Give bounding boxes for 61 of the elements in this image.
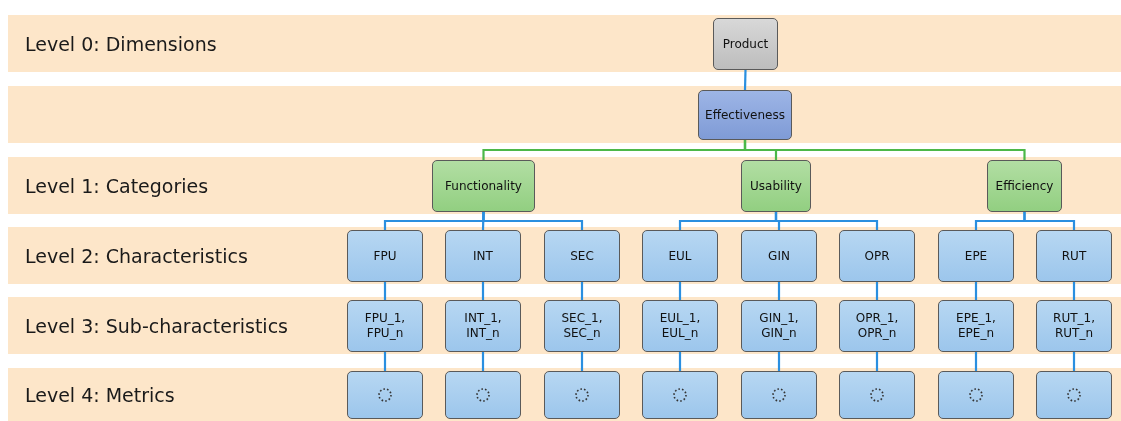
- connector-line: [875, 282, 879, 300]
- connector-line: [481, 352, 485, 371]
- characteristic-box: FPU: [347, 230, 423, 282]
- level-label: Level 0: Dimensions: [25, 32, 217, 55]
- level-label: Level 1: Categories: [25, 174, 209, 197]
- sub-characteristic-box: FPU_1, FPU_n: [347, 300, 423, 352]
- characteristic-box: EPE: [938, 230, 1014, 282]
- level-band: [8, 227, 1121, 284]
- metric-box: [741, 371, 817, 419]
- metric-box: [1036, 371, 1112, 419]
- metric-box: [839, 371, 915, 419]
- characteristic-box: INT: [445, 230, 521, 282]
- characteristic-box: SEC: [544, 230, 620, 282]
- characteristic-box: OPR: [839, 230, 915, 282]
- connector-line: [974, 282, 978, 300]
- category-box: Functionality: [432, 160, 535, 212]
- connector-line: [743, 140, 1026, 160]
- metric-box: [642, 371, 718, 419]
- connector-line: [1072, 282, 1076, 300]
- sub-characteristic-box: OPR_1, OPR_n: [839, 300, 915, 352]
- connector-line: [743, 69, 747, 91]
- connector-line: [481, 282, 485, 300]
- level-band: [8, 157, 1121, 214]
- characteristic-box: GIN: [741, 230, 817, 282]
- metric-box: [445, 371, 521, 419]
- category-box: Efficiency: [987, 160, 1062, 212]
- level-band: [8, 368, 1121, 421]
- level-band: [8, 86, 1121, 143]
- connector-line: [482, 212, 584, 230]
- sub-characteristic-box: EPE_1, EPE_n: [938, 300, 1014, 352]
- level-band: [8, 297, 1121, 354]
- dimension-box: Effectiveness: [698, 90, 792, 140]
- connector-line: [974, 352, 978, 371]
- connector-line: [678, 282, 682, 300]
- connector-line: [580, 352, 584, 371]
- metric-box: [347, 371, 423, 419]
- connector-line: [383, 282, 387, 300]
- metric-box: [544, 371, 620, 419]
- connector-line: [383, 352, 387, 371]
- category-box: Usability: [741, 160, 811, 212]
- dimension-box: Product: [713, 18, 778, 70]
- connector-line: [774, 212, 879, 230]
- sub-characteristic-box: INT_1, INT_n: [445, 300, 521, 352]
- characteristic-box: EUL: [642, 230, 718, 282]
- connector-line: [1023, 212, 1076, 230]
- sub-characteristic-box: GIN_1, GIN_n: [741, 300, 817, 352]
- sub-characteristic-box: RUT_1, RUT_n: [1036, 300, 1112, 352]
- connector-line: [875, 352, 879, 371]
- connector-line: [777, 352, 781, 371]
- level-label: Level 2: Characteristics: [25, 244, 248, 267]
- sub-characteristic-box: EUL_1, EUL_n: [642, 300, 718, 352]
- sub-characteristic-box: SEC_1, SEC_n: [544, 300, 620, 352]
- level-label: Level 3: Sub-characteristics: [25, 314, 288, 337]
- connector-line: [678, 352, 682, 371]
- connector-line: [777, 282, 781, 300]
- characteristic-box: RUT: [1036, 230, 1112, 282]
- metric-box: [938, 371, 1014, 419]
- level-band: [8, 15, 1121, 72]
- connector-line: [1072, 352, 1076, 371]
- level-label: Level 4: Metrics: [25, 383, 175, 406]
- connector-line: [580, 282, 584, 300]
